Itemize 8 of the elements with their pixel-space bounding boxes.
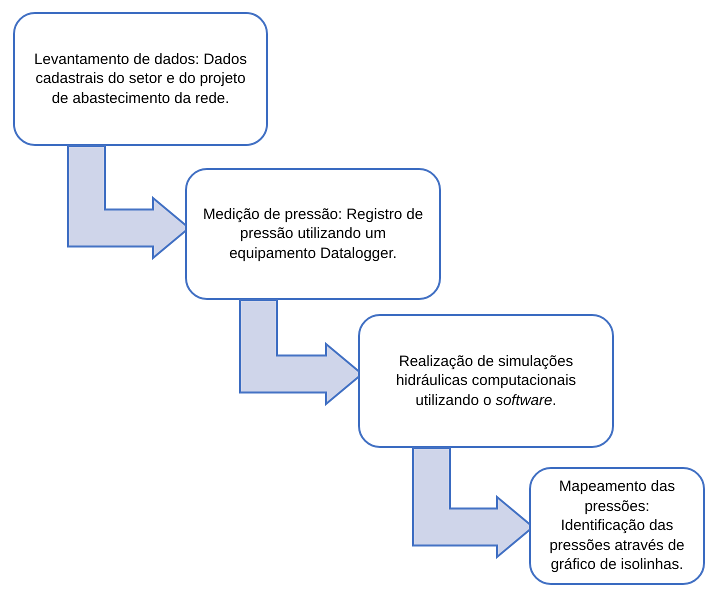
step-text: Medição de pressão: Registro de pressão utilizando um equipamento Datalogger.: [202, 204, 424, 264]
step-text: Levantamento de dados: Dados cadastrais do setor e do projeto de abastecimento da rede.: [33, 50, 248, 108]
step-text: Realização de simulações hidráulicas computacionais utilizando o software.: [394, 352, 578, 410]
process-box: [358, 314, 614, 448]
process-box: [529, 467, 705, 585]
process-box: [185, 168, 441, 300]
process-box: [13, 12, 268, 146]
step-text: Mapeamento das pressões: Identificação das pressões através de gráfico de isolinhas.: [548, 477, 686, 575]
